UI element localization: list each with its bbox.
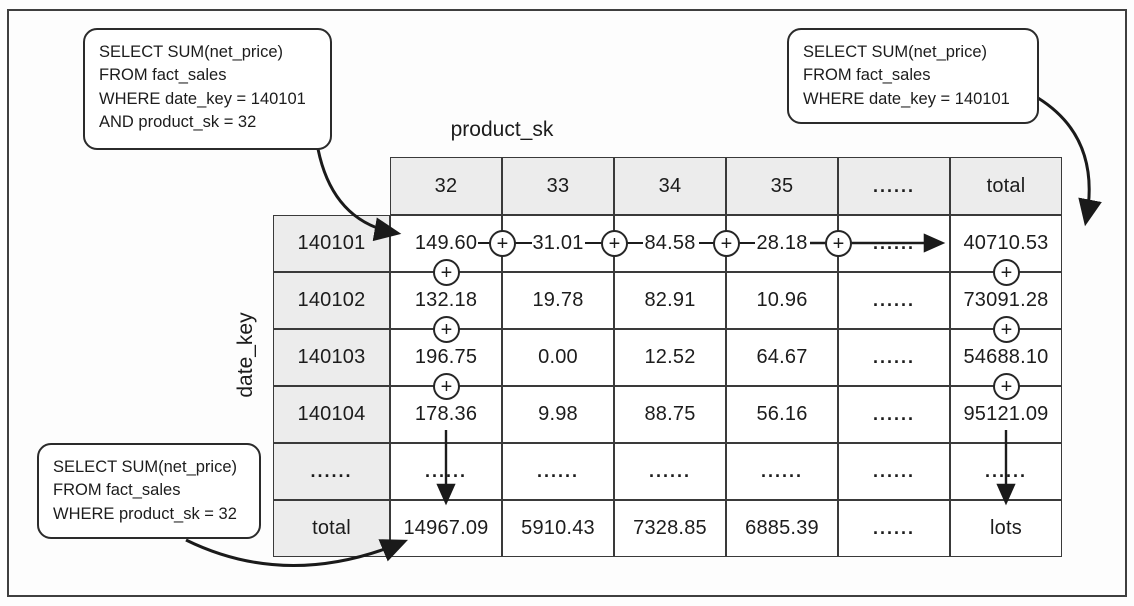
data-cell-ellipsis: ...... <box>390 443 502 500</box>
pivot-table: 32 33 34 35 ...... total 140101 149.60 3… <box>273 157 1062 557</box>
data-cell: 56.16 <box>726 386 838 443</box>
data-cell-ellipsis: ...... <box>838 386 950 443</box>
row-header: 140102 <box>273 272 390 329</box>
data-cell: 9.98 <box>502 386 614 443</box>
data-cell-ellipsis: ...... <box>838 443 950 500</box>
data-cell: 64.67 <box>726 329 838 386</box>
col-header: 35 <box>726 157 838 215</box>
col-header-ellipsis: ...... <box>838 157 950 215</box>
data-cell: 0.00 <box>502 329 614 386</box>
data-cell-col-total: 6885.39 <box>726 500 838 557</box>
data-cell: 28.18 <box>726 215 838 272</box>
sql-line: WHERE date_key = 140101 <box>803 89 1010 108</box>
plus-icon: + <box>433 316 460 343</box>
row-header: 140101 <box>273 215 390 272</box>
sql-line: SELECT SUM(net_price) <box>53 458 238 476</box>
sql-line: FROM fact_sales <box>53 481 181 500</box>
outer-frame <box>7 9 1127 597</box>
data-cell-ellipsis: ...... <box>950 443 1062 500</box>
sql-line: AND product_sk = 32 <box>99 113 257 132</box>
row-header: 140103 <box>273 329 390 386</box>
callout-cell-query: SELECT SUM(net_price) FROM fact_sales WH… <box>83 28 332 150</box>
data-cell: 19.78 <box>502 272 614 329</box>
plus-icon: + <box>433 259 460 286</box>
plus-icon: + <box>713 230 740 257</box>
data-cell-ellipsis: ...... <box>502 443 614 500</box>
row-axis-label: date_key <box>234 312 257 398</box>
callout-row-total-query: SELECT SUM(net_price) FROM fact_sales WH… <box>787 28 1039 124</box>
data-cell: 88.75 <box>614 386 726 443</box>
row-header-total: total <box>273 500 390 557</box>
data-cell-ellipsis: ...... <box>838 329 950 386</box>
plus-icon: + <box>433 373 460 400</box>
sql-line: WHERE date_key = 140101 <box>99 89 306 108</box>
data-cell: 82.91 <box>614 272 726 329</box>
data-cell: 84.58 <box>614 215 726 272</box>
data-cell-grand-total: lots <box>950 500 1062 557</box>
data-cell-ellipsis: ...... <box>726 443 838 500</box>
data-cell-col-total: 14967.09 <box>390 500 502 557</box>
data-cell: 12.52 <box>614 329 726 386</box>
plus-icon: + <box>993 259 1020 286</box>
plus-icon: + <box>993 373 1020 400</box>
plus-icon: + <box>489 230 516 257</box>
data-cell-ellipsis: ...... <box>614 443 726 500</box>
data-cell-ellipsis: ...... <box>838 272 950 329</box>
col-header: 33 <box>502 157 614 215</box>
data-cell-ellipsis: ...... <box>838 215 950 272</box>
data-cell-ellipsis: ...... <box>838 500 950 557</box>
row-header: 140104 <box>273 386 390 443</box>
col-header: 32 <box>390 157 502 215</box>
plus-icon: + <box>825 230 852 257</box>
col-header: 34 <box>614 157 726 215</box>
sql-line: SELECT SUM(net_price) <box>803 43 988 61</box>
plus-icon: + <box>601 230 628 257</box>
column-axis-label: product_sk <box>450 118 554 141</box>
sql-line: FROM fact_sales <box>99 66 227 85</box>
plus-icon: + <box>993 316 1020 343</box>
sql-line: FROM fact_sales <box>803 66 931 85</box>
sql-line: SELECT SUM(net_price) <box>99 43 284 61</box>
col-header-total: total <box>950 157 1062 215</box>
data-cell-col-total: 5910.43 <box>502 500 614 557</box>
row-header-ellipsis: ...... <box>273 443 390 500</box>
data-cell: 31.01 <box>502 215 614 272</box>
callout-column-total-query: SELECT SUM(net_price) FROM fact_sales WH… <box>37 443 261 539</box>
sql-line: WHERE product_sk = 32 <box>53 504 237 523</box>
data-cell-col-total: 7328.85 <box>614 500 726 557</box>
corner-spacer <box>273 157 390 215</box>
data-cell: 10.96 <box>726 272 838 329</box>
